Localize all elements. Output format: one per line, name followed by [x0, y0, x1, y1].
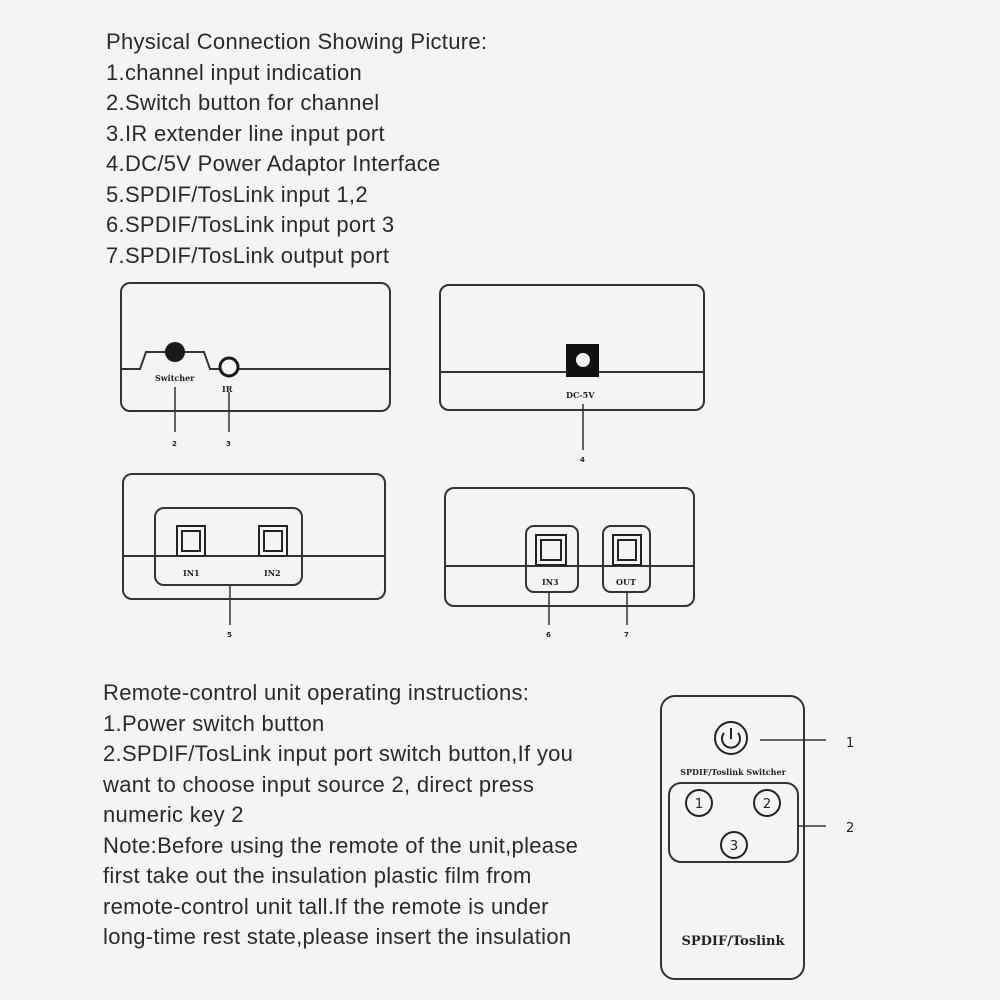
remote-button-2[interactable]: 2 — [753, 789, 781, 817]
legend-item: 4.DC/5V Power Adaptor Interface — [106, 151, 441, 176]
front-panel-outline — [120, 282, 391, 412]
out-label: OUT — [616, 577, 636, 587]
power-button[interactable] — [714, 721, 748, 755]
dc-jack-hole — [576, 353, 590, 367]
switcher-label: Switcher — [155, 373, 195, 383]
remote-body — [660, 695, 805, 980]
in2-port-icon — [258, 525, 288, 557]
in3-label: IN3 — [542, 577, 559, 587]
instruction-line: Note:Before using the remote of the unit… — [103, 832, 579, 858]
remote-heading: Remote-control unit operating instructio… — [103, 680, 530, 705]
instruction-line: 2.SPDIF/TosLink input port switch button… — [103, 741, 574, 766]
remote-button-1[interactable]: 1 — [685, 789, 713, 817]
remote-instructions: Remote-control unit operating instructio… — [103, 678, 578, 953]
in1-port-icon — [176, 525, 206, 557]
callout-5: 5 — [227, 631, 232, 639]
callout-6: 6 — [546, 631, 551, 639]
output-panel-outline — [444, 487, 695, 607]
instruction-line: long-time rest state,please insert the i… — [103, 924, 572, 949]
callout-7: 7 — [624, 631, 629, 639]
in3-box — [525, 525, 579, 593]
ir-port-icon — [218, 356, 240, 378]
dc-label: DC-5V — [566, 390, 595, 400]
remote-brand: SPDIF/Toslink — [681, 934, 785, 949]
in3-port-icon — [535, 534, 567, 566]
legend-item: 5.SPDIF/TosLink input 1,2 — [106, 181, 368, 207]
remote-button-3[interactable]: 3 — [720, 831, 748, 859]
legend-item: 6.SPDIF/TosLink input port 3 — [106, 212, 395, 237]
front-panel-line — [121, 351, 390, 370]
remote-button-group — [668, 782, 799, 863]
instruction-line: want to choose input source 2, direct pr… — [103, 771, 535, 797]
instruction-line: numeric key 2 — [103, 802, 244, 827]
in2-label: IN2 — [264, 568, 281, 578]
in12-group-box — [154, 507, 303, 586]
callout-3: 3 — [226, 440, 231, 448]
remote-title: SPDIF/Toslink Switcher — [680, 767, 786, 777]
legend-item: 3.IR extender line input port — [106, 120, 385, 146]
ir-label: IR — [222, 384, 233, 394]
instruction-line: 1.Power switch button — [103, 710, 325, 736]
legend-item: 2.Switch button for channel — [106, 90, 380, 115]
connection-legend: Physical Connection Showing Picture: 1.c… — [106, 27, 487, 271]
remote-callout-2: 2 — [846, 821, 854, 836]
dc-panel-outline — [439, 284, 705, 411]
legend-item: 1.channel input indication — [106, 59, 363, 85]
legend-item: 7.SPDIF/TosLink output port — [106, 242, 390, 268]
remote-button-1-label: 1 — [695, 797, 703, 812]
callout-4: 4 — [580, 456, 585, 464]
in1-label: IN1 — [183, 568, 200, 578]
connection-heading: Physical Connection Showing Picture: — [106, 29, 488, 54]
switcher-button-icon — [165, 342, 185, 362]
power-icon — [721, 732, 741, 749]
out-port-icon — [612, 534, 642, 566]
remote-button-2-label: 2 — [763, 797, 771, 812]
instruction-line: remote-control unit tall.If the remote i… — [103, 893, 549, 919]
callout-2: 2 — [172, 440, 177, 448]
instruction-line: first take out the insulation plastic fi… — [103, 863, 532, 888]
remote-callout-1: 1 — [846, 736, 854, 751]
remote-button-3-label: 3 — [730, 839, 738, 854]
input-panel-outline — [122, 473, 386, 600]
